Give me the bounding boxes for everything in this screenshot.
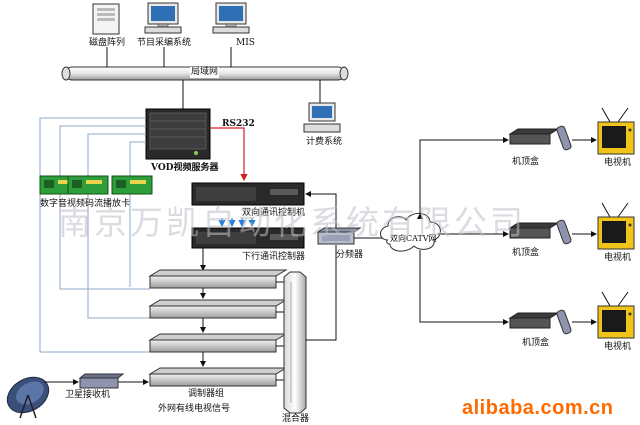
brand-watermark: alibaba.com.cn	[462, 397, 614, 419]
lan-links	[106, 47, 321, 109]
tv-label-3: 电视机	[604, 342, 632, 352]
lan-label: 局域网	[190, 67, 220, 78]
bidir-controller-icon	[191, 182, 305, 206]
satellite-receiver-icon	[78, 373, 125, 389]
splitter-icon	[316, 227, 362, 245]
disk-array-icon	[92, 3, 120, 35]
modulator-3	[148, 333, 288, 353]
stb-label-1: 机顶盒	[512, 157, 540, 167]
catv-label: 双向CATV网	[390, 234, 437, 243]
stream-card-3	[111, 175, 153, 195]
mis-pc-icon	[212, 2, 250, 34]
tv-icon-1	[597, 107, 635, 155]
controller-signal-arrows	[218, 218, 256, 228]
disk-array-label: 磁盘阵列	[89, 38, 126, 48]
program-system-label: 节目采编系统	[137, 38, 192, 48]
satellite-receiver-label: 卫星接收机	[65, 390, 111, 400]
down-controller-icon	[191, 227, 305, 249]
tv-icon-3	[597, 291, 635, 339]
vod-server-label: VOD视频服务器	[151, 163, 219, 173]
catv-cloud-icon	[380, 213, 441, 252]
catv-to-stb-links	[417, 137, 509, 325]
stb-icon-3	[508, 309, 572, 335]
splitter-label: 分频器	[336, 250, 364, 260]
stream-card-label: 数字音视频码流播放卡	[40, 199, 131, 209]
tv-label-1: 电视机	[604, 158, 632, 168]
billing-label: 计费系统	[306, 137, 343, 147]
modulator-4	[148, 367, 288, 387]
splitter-to-controller-link	[305, 191, 337, 228]
bidir-controller-label: 双向通讯控制机	[242, 208, 306, 218]
mis-label: MIS	[236, 38, 255, 48]
external-cable-label: 外网有线电视信号	[158, 404, 231, 414]
modulator-1	[148, 269, 288, 289]
modulator-2	[148, 299, 288, 319]
mixer-to-splitter-link	[306, 245, 337, 341]
stb-icon-2	[508, 219, 572, 245]
stream-card-2	[67, 175, 109, 195]
stb-icon-1	[508, 125, 572, 151]
vod-server-icon	[145, 108, 211, 160]
program-system-pc-icon	[144, 2, 182, 34]
down-controller-label: 下行通讯控制器	[242, 252, 306, 262]
stb-label-3: 机顶盒	[522, 338, 550, 348]
server-to-cards-links	[39, 117, 150, 353]
billing-pc-icon	[303, 102, 341, 133]
rs232-label: RS232	[222, 119, 255, 129]
satellite-dish-icon	[6, 376, 50, 419]
tv-label-2: 电视机	[604, 253, 632, 263]
rs232-link	[210, 127, 248, 182]
mixer-label: 混合器	[282, 414, 310, 424]
tv-icon-2	[597, 202, 635, 250]
mixer-icon	[283, 271, 307, 414]
stb-label-2: 机顶盒	[512, 248, 540, 258]
stb-to-tv-links	[572, 137, 597, 325]
modulator-group-label: 调制器组	[188, 389, 225, 399]
